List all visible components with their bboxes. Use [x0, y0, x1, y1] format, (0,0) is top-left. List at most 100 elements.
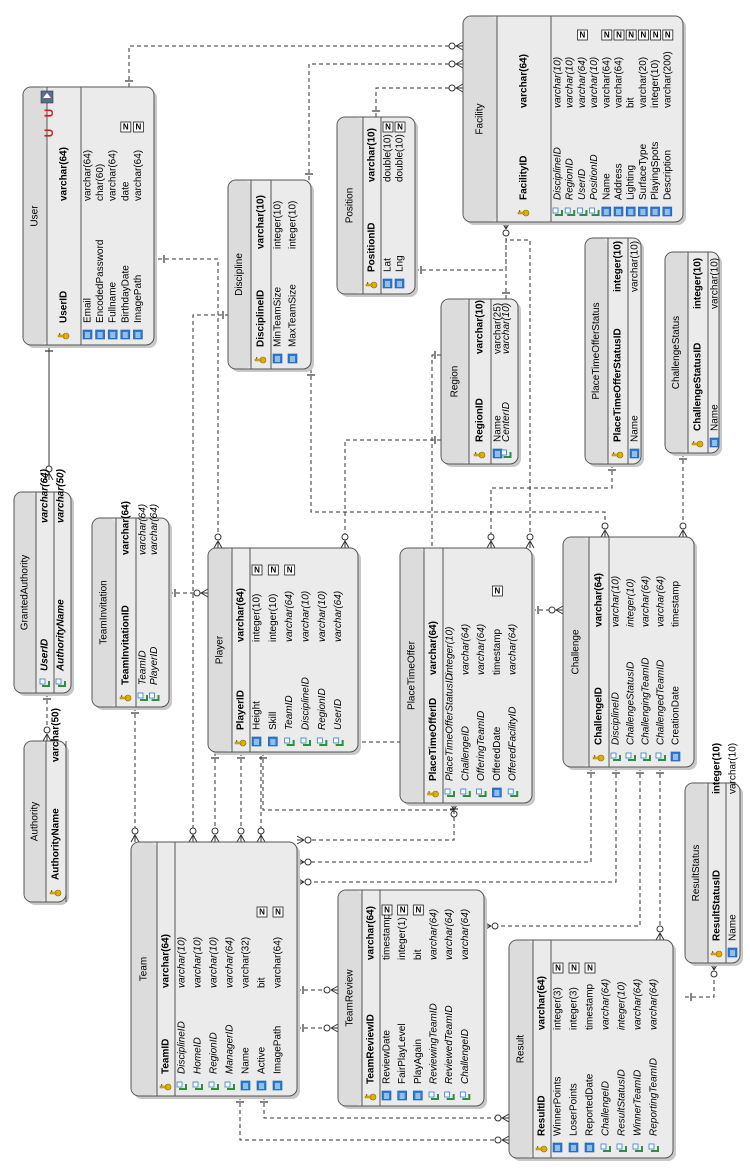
facility-column-type: varchar(64): [577, 57, 588, 108]
player-fk-icon: [300, 737, 311, 746]
many-marker: [130, 827, 140, 843]
facility-nullable-mark: N: [625, 29, 637, 41]
many-marker: [42, 726, 52, 742]
facility-column-type: varchar(10): [565, 57, 576, 108]
team-column-name: Name: [241, 1047, 252, 1074]
relationship-line: [239, 1096, 509, 1141]
player-title: Player: [215, 635, 226, 664]
resultStatus-column-type: integer(10): [712, 743, 723, 794]
result-column-name: ReportedDate: [585, 1073, 596, 1136]
placeTimeOfferStatus-column-icon: [629, 448, 640, 459]
team-column-name: ImagePath: [273, 1026, 284, 1074]
team-key-icon: [159, 1083, 172, 1091]
player-column-type: varchar(64): [333, 591, 344, 642]
placeTimeOffer-column-type: varchar(64): [476, 624, 487, 675]
challenge-column-type: varchar(64): [656, 576, 667, 627]
teamReview-column-name: ReviewedTeamID: [444, 1005, 455, 1084]
facility-column-type: bit: [626, 97, 637, 108]
relationship-line: [297, 767, 617, 883]
relationship-line: [505, 239, 531, 548]
result-column-type: integer(3): [569, 987, 580, 1030]
result-column-type: timestamp: [585, 983, 596, 1030]
entity-team[interactable]: TeamTeamIDvarchar(64)DisciplineIDvarchar…: [130, 841, 300, 1099]
svg-text:U: U: [42, 109, 56, 118]
discipline-column-icon: [272, 353, 283, 364]
region-column-type: varchar(25): [493, 303, 504, 354]
many-marker: [655, 925, 665, 941]
facility-fk-icon: [577, 207, 588, 217]
position-nullable-mark: N: [382, 121, 394, 133]
teamReview-column-type: varchar(64): [460, 909, 471, 960]
authority-column-name: AuthorityName: [51, 808, 62, 880]
user-column-type: date: [120, 181, 131, 201]
placeTimeOffer-column-name: OfferingTeamID: [476, 711, 487, 781]
team-column-type: varchar(10): [193, 937, 204, 988]
entity-position[interactable]: PositionPositionIDvarchar(10)Latdouble(1…: [336, 116, 418, 297]
teamReview-nullable-mark: N: [397, 904, 409, 916]
facility-column-name: PlayingSpots: [650, 142, 661, 200]
grantedAuthority-column-name: UserID: [40, 639, 51, 671]
many-marker: [193, 588, 209, 598]
discipline-column-name: MaxTeamSize: [288, 284, 299, 347]
many-marker: [448, 41, 464, 51]
discipline-column-type: integer(10): [288, 201, 299, 249]
entity-grantedAuthority[interactable]: GrantedAuthorityUserIDvarchar(64)Authori…: [13, 468, 74, 696]
player-column-name: PlayerID: [236, 690, 247, 730]
result-fk-icon: [616, 1143, 627, 1152]
user-column-icon: [120, 329, 131, 340]
entity-facility[interactable]: FacilityFacilityIDvarchar(64)DisciplineI…: [462, 15, 686, 225]
user-column-type: varchar(64): [133, 150, 144, 201]
entity-result[interactable]: ResultResultIDvarchar(64)WinnerPointsint…: [508, 939, 676, 1161]
entity-placeTimeOffer[interactable]: PlaceTimeOfferPlaceTimeOfferIDvarchar(64…: [399, 547, 535, 806]
region-column-name: Name: [493, 415, 504, 442]
team-column-icon: [256, 1080, 267, 1091]
user-column-type: varchar(64): [59, 147, 70, 201]
teamReview-column-type: varchar(64): [429, 909, 440, 960]
entity-teamReview[interactable]: TeamReviewTeamReviewIDvarchar(64)ReviewD…: [337, 889, 487, 1109]
teamReview-column-type: timestamp: [382, 913, 393, 960]
svg-text:N: N: [259, 908, 265, 917]
placeTimeOfferStatus-column-name: PlaceTimeOfferStatusID: [613, 328, 624, 442]
entity-challenge[interactable]: ChallengeChallengeIDvarchar(64)Disciplin…: [562, 536, 697, 770]
entity-region[interactable]: RegionRegionIDvarchar(10)Namevarchar(25)…: [440, 298, 521, 467]
result-column-name: WinnerTeamID: [633, 1070, 644, 1136]
many-marker: [256, 827, 266, 843]
svg-text:N: N: [495, 587, 501, 596]
many-marker: [486, 533, 496, 549]
placeTimeOffer-column-icon: [492, 787, 502, 798]
facility-column-type: varchar(200): [662, 51, 673, 108]
placeTimeOfferStatus-column-type: integer(10): [613, 241, 624, 292]
player-column-name: TeamID: [284, 695, 295, 730]
challenge-fk-icon: [655, 752, 666, 761]
svg-text:N: N: [287, 566, 293, 575]
svg-text:N: N: [571, 964, 577, 973]
relationship-line: [192, 314, 229, 842]
user-column-icon: [133, 329, 143, 340]
result-fk-icon: [632, 1143, 643, 1152]
relationship-line: [308, 63, 463, 180]
challengeStatus-column-icon: [709, 437, 720, 448]
entity-user[interactable]: UserUserIDvarchar(64)Emailvarchar(64)Enc…: [22, 86, 157, 348]
entity-player[interactable]: PlayerPlayerIDvarchar(64)Heightinteger(1…: [207, 547, 361, 755]
unique-constraint-mark: U: [42, 109, 56, 118]
placeTimeOffer-column-type: varchar(64): [460, 624, 471, 675]
entity-discipline[interactable]: DisciplineDisciplineIDvarchar(10)MinTeam…: [227, 179, 314, 372]
user-column-icon: [107, 329, 118, 340]
